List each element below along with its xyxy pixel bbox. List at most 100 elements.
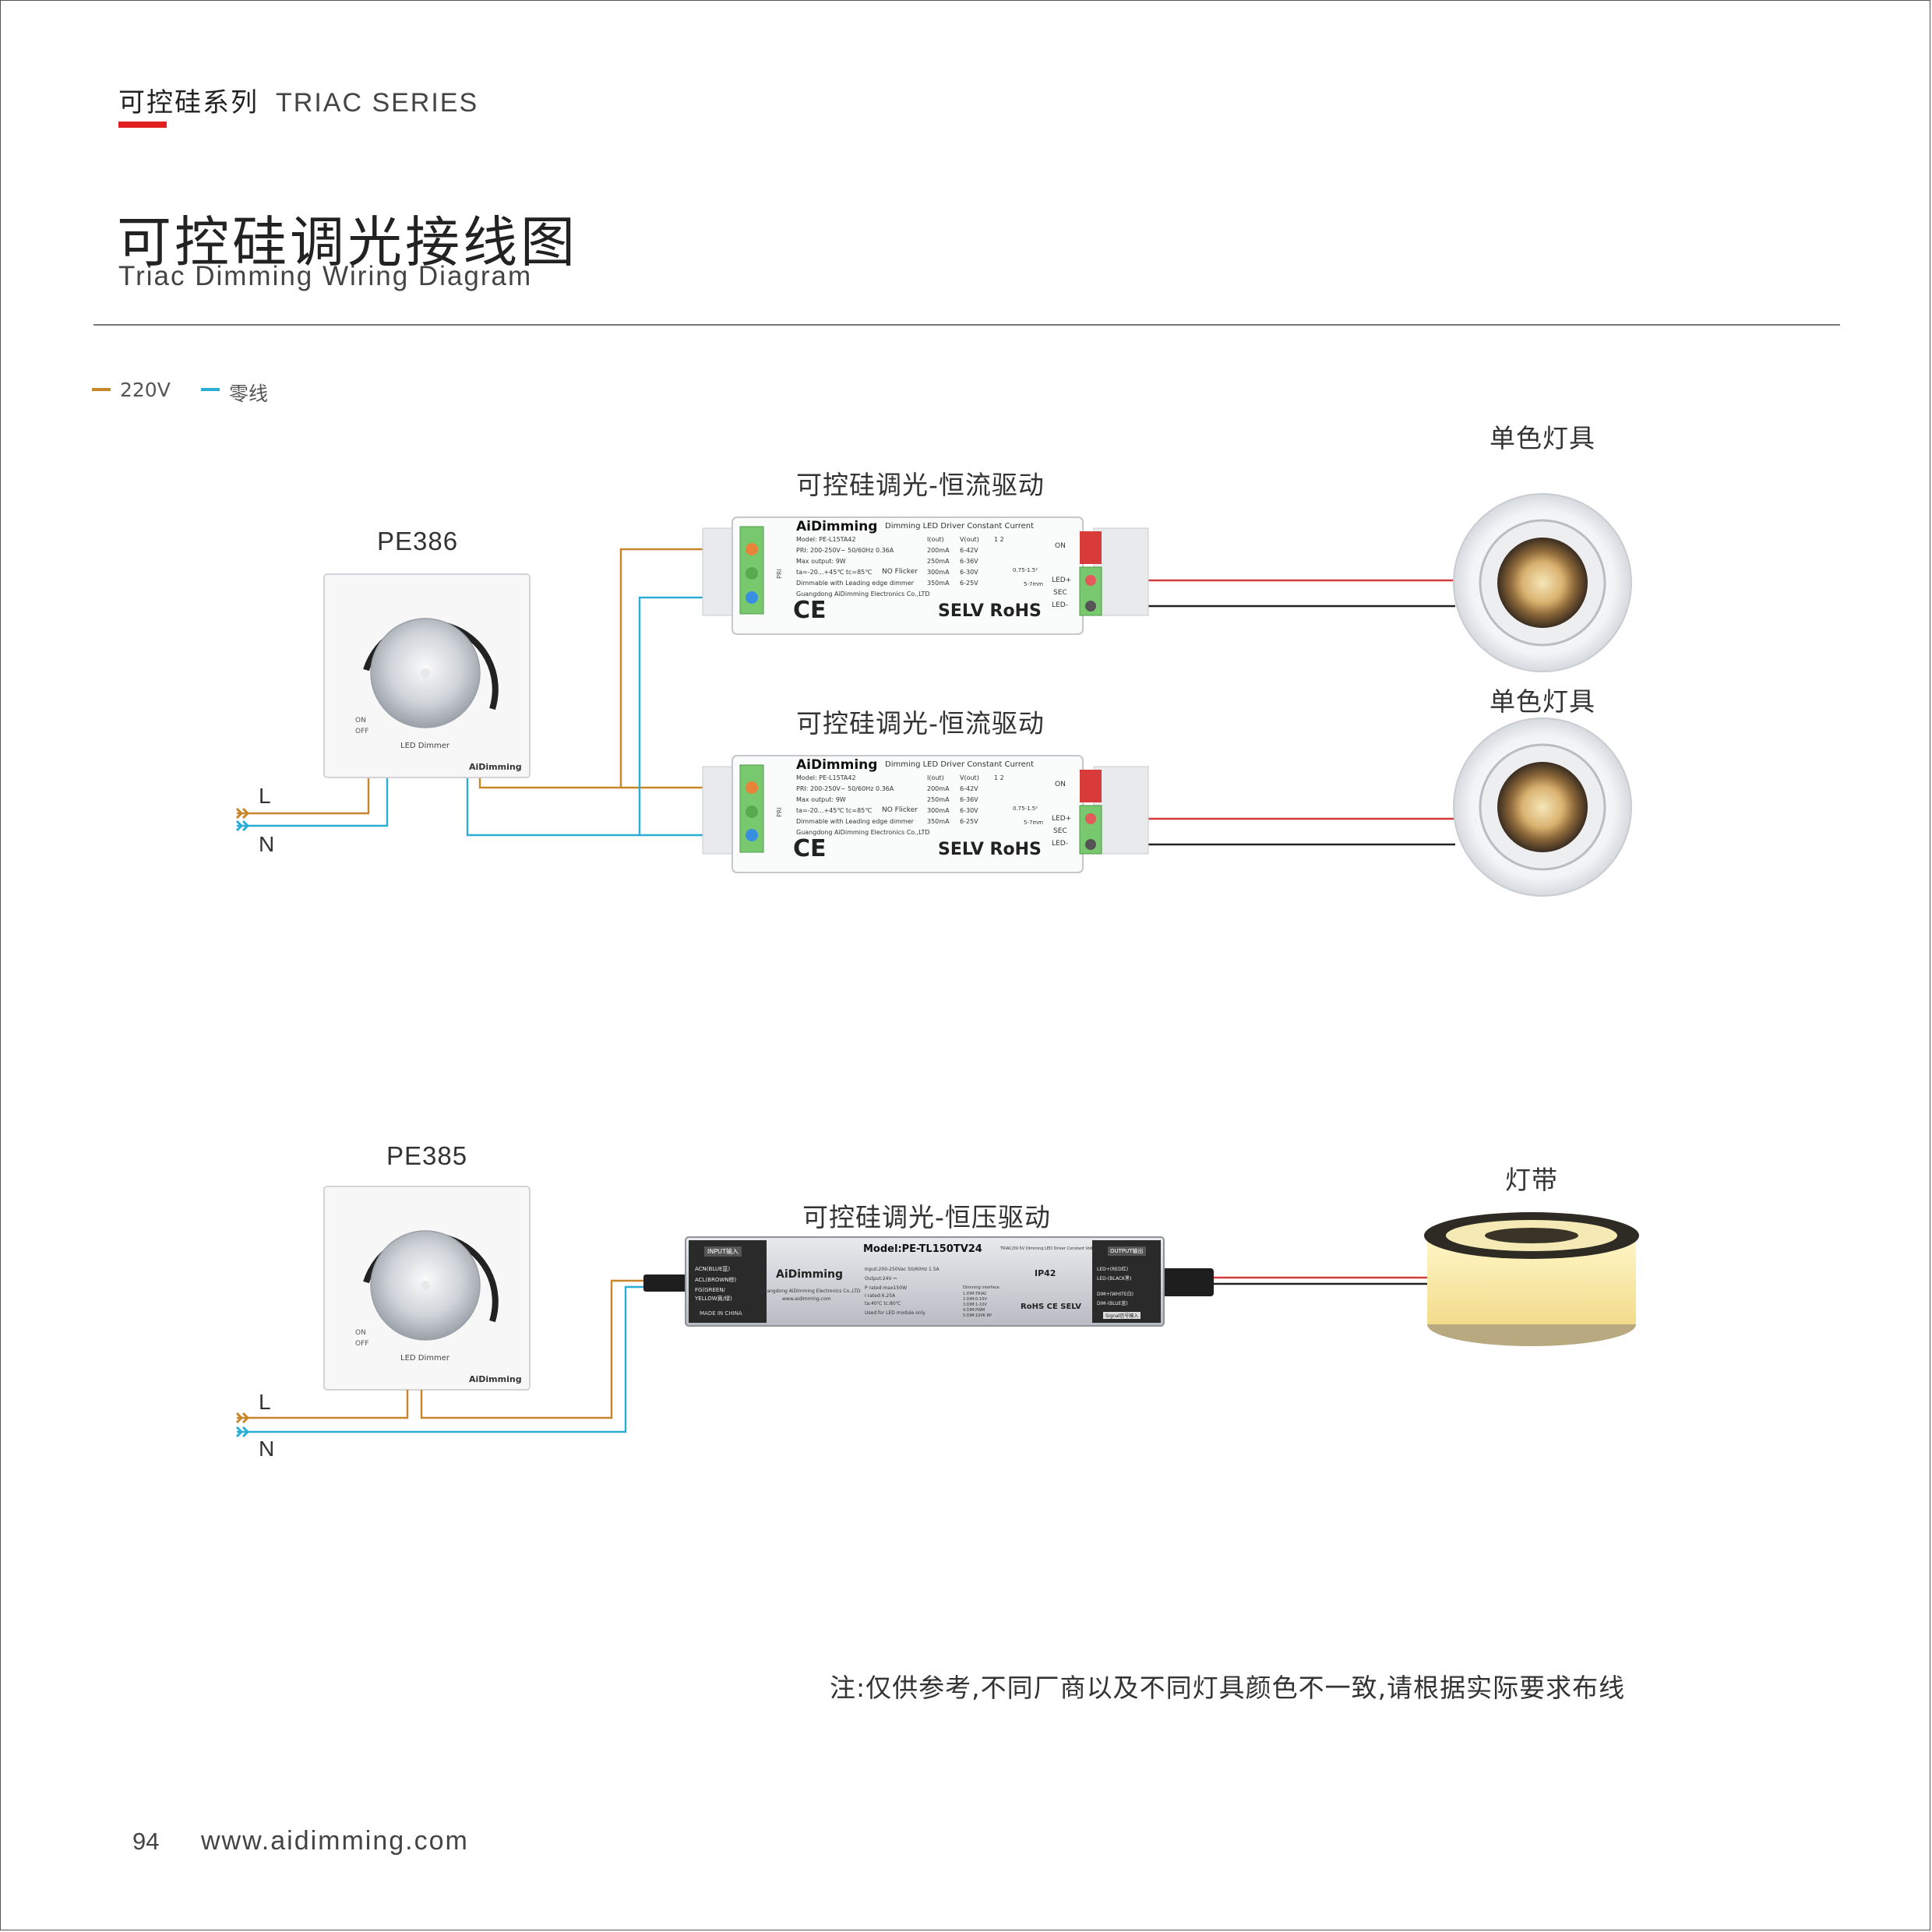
cc2-r0-v: 6-42V [960,785,978,792]
cc1-ledpos: LED+ [1052,576,1072,584]
cc2-r1-i: 250mA [927,796,950,803]
line-label-1: L [259,784,272,808]
cv-spec-1: Output:24V ⎓ [865,1276,897,1282]
header-divider [93,324,1840,326]
legend-swatch-220v [92,388,111,391]
cv-model: Model:PE-TL150TV24 [863,1243,982,1255]
cv-model-sub: TRIAC/0V-5V Dimming LED Driver Constant … [1000,1246,1101,1251]
cc-driver-1 [702,516,1149,635]
cc1-sec: SEC [1053,589,1067,597]
cv-output-0: LED+(RED红) [1097,1267,1129,1272]
cv-dim-4: 4.DIM:PWM [963,1308,985,1313]
series-accent-bar [118,122,167,128]
cv-driver [643,1236,1214,1327]
dimmer-off-label-2: OFF [355,1340,369,1348]
dimmer-name-1: LED Dimmer [400,742,450,750]
cc2-r2-v: 6-30V [960,807,978,814]
neutral-label-2: N [259,1437,276,1461]
cc2-max: Max output: 9W [796,796,846,803]
mains-arrows-2 [235,1412,250,1438]
wire-neutral-in-1 [237,777,389,827]
dimmer-model-label-2: PE385 [386,1141,468,1170]
cc1-ledneg: LED- [1052,601,1068,609]
cv-marks: RoHS CE SELV [1021,1303,1082,1311]
page-number: 94 [132,1828,160,1855]
cc1-r2-i: 300mA [927,569,950,576]
cv-output-1: LED-(BLACK黑) [1097,1276,1132,1282]
line-label-2: L [259,1390,272,1414]
cc1-r0-v: 6-42V [960,547,978,554]
cc2-ledpos: LED+ [1052,815,1072,823]
page-subtitle: Triac Dimming Wiring Diagram [118,261,533,291]
cc2-selv: SELV RoHS [938,840,1042,859]
wires-diagram-2 [237,1276,1433,1433]
cv-dim-5: 5.DIM:100K RP [963,1313,992,1318]
cc1-heading: Dimming LED Driver Constant Current [885,522,1035,531]
cc1-r1-v: 6-36V [960,558,978,565]
dimmer-panel-pe385 [323,1186,531,1391]
cc2-r1-v: 6-36V [960,796,978,803]
cc2-sec: SEC [1053,827,1067,835]
cv-dim-3: 3.DIM:1-10V [963,1303,987,1307]
cc2-ce-mark: CE [793,835,827,862]
cc1-r1-i: 250mA [927,558,950,565]
cv-spec-0: Input:200-250Vac 50/60Hz 1.5A [865,1267,940,1272]
cv-spec-5: Used for LED module only [865,1310,925,1316]
cc2-r3-v: 6-25V [960,818,978,825]
driver-label-cv: 可控硅调光-恒压驱动 [802,1202,1051,1232]
cv-dim-0: Dimming interface: [963,1285,1001,1290]
series-en: TRIAC SERIES [276,88,479,118]
cc1-r3-v: 6-25V [960,580,978,587]
wiring-note: 注:仅供参考,不同厂商以及不同灯具颜色不一致,请根据实际要求布线 [830,1673,1626,1703]
cv-made-in: MADE IN CHINA [700,1310,742,1317]
cv-dim-2: 2.DIM:0-10V [963,1297,987,1302]
dimmer-on-label-1: ON [355,717,366,724]
dimmer-brand-2: AiDimming [469,1374,522,1384]
cc2-dimmable: Dimmable with Leading edge dimmer [796,818,914,825]
cv-ip: IP42 [1035,1268,1056,1278]
led-strip-reel [1424,1212,1639,1346]
cc2-r2-i: 300mA [927,807,950,814]
dimmer-model-label-1: PE386 [377,527,459,555]
cc2-th-dip: 1 2 [994,774,1004,781]
cc1-selv: SELV RoHS [938,601,1042,621]
cv-output-2: DIM+(WHITE白) [1097,1292,1133,1297]
cc2-strip: 5-7mm [1024,820,1044,826]
cc1-maker: Guangdong AiDimming Electronics Co.,LTD [796,591,930,598]
cc2-r3-i: 350mA [927,818,950,825]
cc1-ce-mark: CE [793,597,827,624]
cc2-wire: 0.75-1.5² [1013,806,1038,812]
neutral-label-1: N [259,832,276,856]
cc1-pri-tag: PRI [775,569,783,579]
driver-label-cc-1: 可控硅调光-恒流驱动 [796,470,1045,500]
cv-input-2: FG(GREEN/ [695,1287,725,1293]
cc1-dimmable: Dimmable with Leading edge dimmer [796,580,914,587]
wires-diagram-1 [237,548,1455,846]
cv-site: www.aidimming.com [782,1296,831,1302]
cc1-noflicker: NO Flicker [882,568,918,576]
cv-output-3: DIM-(BLUE蓝) [1097,1301,1128,1306]
legend-label-220v: 220V [120,379,171,401]
cv-spec-3: I rated:6.25A [865,1293,896,1299]
downlight-1 [1453,493,1632,672]
cc-driver-2 [702,755,1149,873]
cv-spec-2: P rated:max150W [865,1285,907,1291]
footer-url[interactable]: www.aidimming.com [201,1826,469,1856]
dimmer-name-2: LED Dimmer [400,1354,450,1363]
wire-line-in-2 [237,1390,409,1419]
cv-output-tag: OUTPUT输出 [1108,1246,1146,1256]
cc2-th-iout: I(out) [927,774,944,781]
cc2-heading: Dimming LED Driver Constant Current [885,760,1035,769]
cc1-wire: 0.75-1.5² [1013,567,1038,573]
cc2-on: ON [1055,781,1066,788]
cv-input-3: YELLOW黄/绿) [695,1296,732,1302]
cc1-strip: 5-7mm [1024,581,1044,587]
lamp-label-2: 单色灯具 [1490,686,1595,717]
page-title: 可控硅调光接线图 [117,210,578,274]
cc1-on: ON [1055,542,1066,550]
dimmer-off-label-1: OFF [355,728,369,735]
cc1-th-vout: V(out) [960,536,979,543]
wire-neutral-driver-cv [237,1285,647,1433]
